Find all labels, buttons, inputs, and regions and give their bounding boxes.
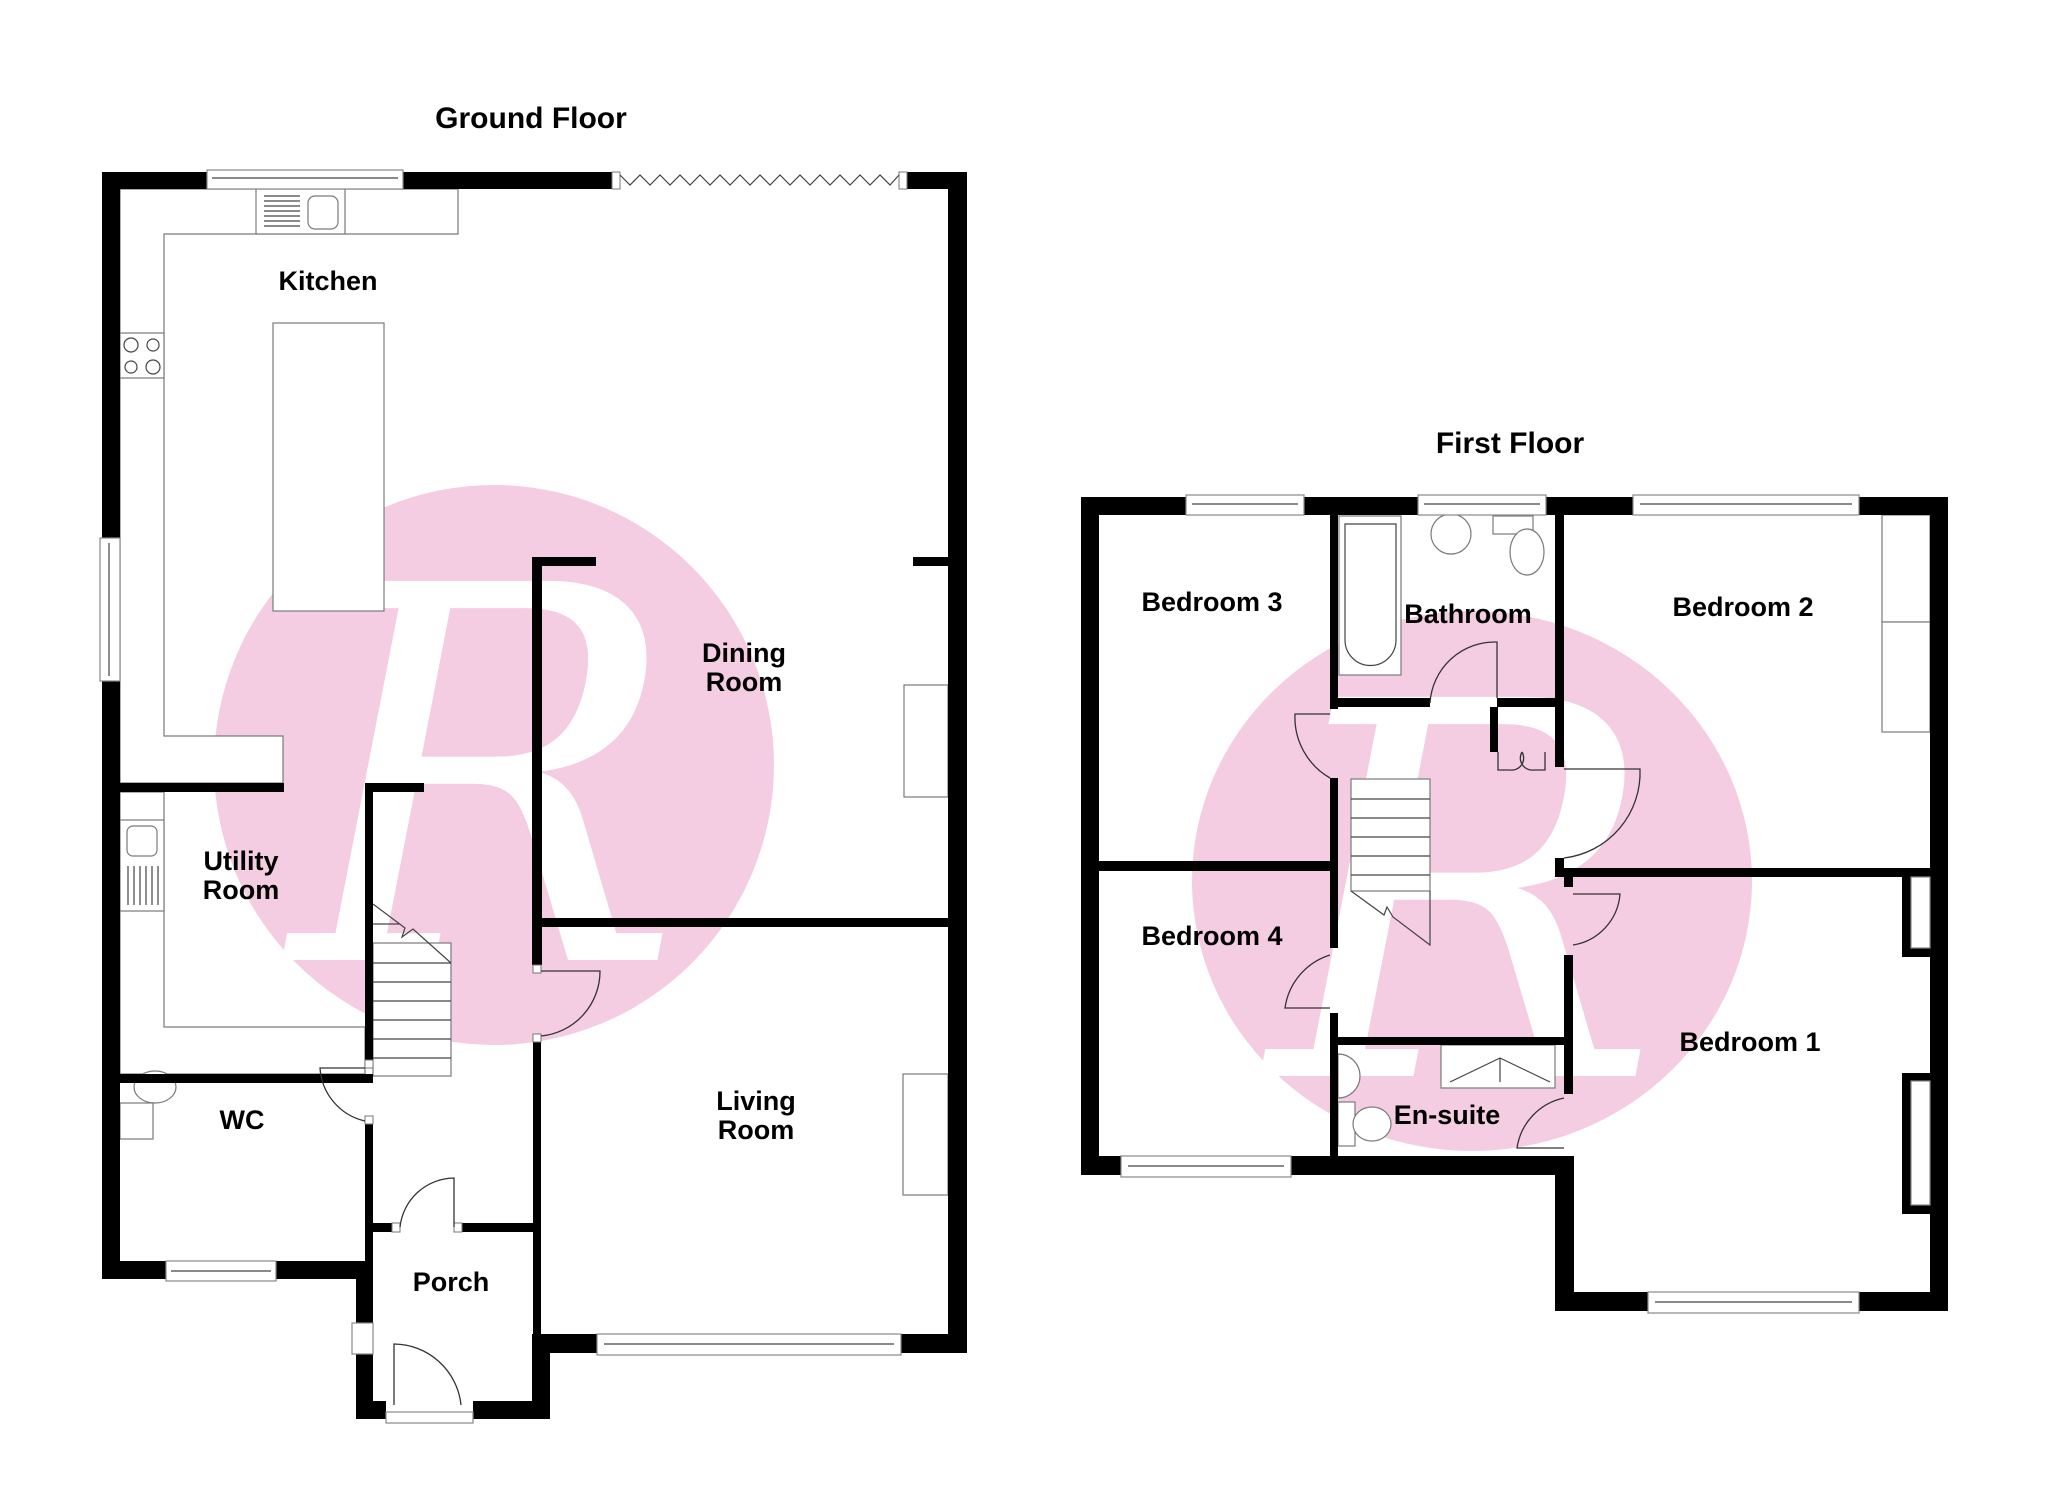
first-floor-plan: First Floor Bedroom 3 Bathroom Bedroom 2… [1081,427,1948,1314]
bedroom2-wardrobe [1881,514,1931,623]
kitchen-window [206,169,404,190]
living-room-door[interactable] [532,964,601,1043]
drainer-icon [264,195,300,227]
bedroom2-window [1632,494,1860,516]
room-label-living: Living [716,1086,796,1116]
bedroom3-window [1185,494,1305,516]
room-label-ensuite: En-suite [1394,1100,1501,1130]
room-label-bathroom: Bathroom [1404,599,1532,629]
hob-burners-icon [123,337,161,375]
bedroom2-wardrobe-2 [1881,621,1931,733]
utility-sink-icon [126,825,158,857]
room-label-bedroom4: Bedroom 4 [1141,921,1282,951]
ensuite-door[interactable] [1516,1097,1565,1149]
room-label-porch: Porch [413,1267,490,1297]
bath-tub-inner [1344,523,1397,667]
front-door[interactable] [393,1343,462,1406]
wc-basin-icon [119,1102,154,1140]
room-label-dining: Dining [702,638,786,668]
dining-fireplace [903,684,949,798]
ensuite-shower [1440,1044,1556,1089]
room-label-living-2: Room [718,1115,795,1145]
shower-tray-lines [1449,1057,1551,1083]
wc-door[interactable] [319,1059,374,1125]
porch-inner-door[interactable] [391,1177,463,1233]
porch-door-threshold [385,1411,474,1424]
bifold-door[interactable] [611,171,908,190]
room-label-bedroom2: Bedroom 2 [1672,592,1813,622]
porch-side-window [351,1322,374,1355]
bedroom1-door[interactable] [1572,893,1621,946]
watermark-ground: R [214,477,774,1083]
sink-bowl-icon [307,195,339,230]
staircase-ground [372,903,452,1077]
staircase-first [1350,778,1431,947]
ground-floor-title: Ground Floor [435,102,627,135]
room-label-utility-2: Room [203,875,280,905]
watermark-letter: R [1260,593,1660,1199]
utility-drainer-icon [127,866,159,905]
bedroom2-door[interactable] [1563,768,1641,859]
airing-cupboard-doors[interactable] [1497,751,1546,771]
living-fireplace [902,1073,949,1196]
bath-tub [1338,515,1402,676]
room-label-wc: WC [220,1105,265,1135]
bath-basin-icon [1430,513,1472,555]
room-label-bedroom3: Bedroom 3 [1141,587,1282,617]
ensuite-toilet-icon [1352,1106,1392,1142]
room-label-utility: Utility [203,846,278,876]
room-label-bedroom1: Bedroom 1 [1679,1027,1820,1057]
first-floor-title: First Floor [1436,427,1585,460]
bathroom-door[interactable] [1429,641,1498,704]
bathroom-window [1417,494,1547,516]
bath-toilet-icon [1509,528,1545,576]
bedroom4-door[interactable] [1284,954,1331,1009]
ensuite-basin-icon [1337,1053,1361,1099]
room-label-dining-2: Room [706,667,783,697]
kitchen-side-window [99,537,121,682]
ground-floor-plan: Ground Floor Kitchen Dining Room Utility… [99,102,967,1424]
room-label-kitchen: Kitchen [278,266,377,296]
bedroom3-door[interactable] [1294,713,1331,779]
kitchen-island [272,322,385,612]
